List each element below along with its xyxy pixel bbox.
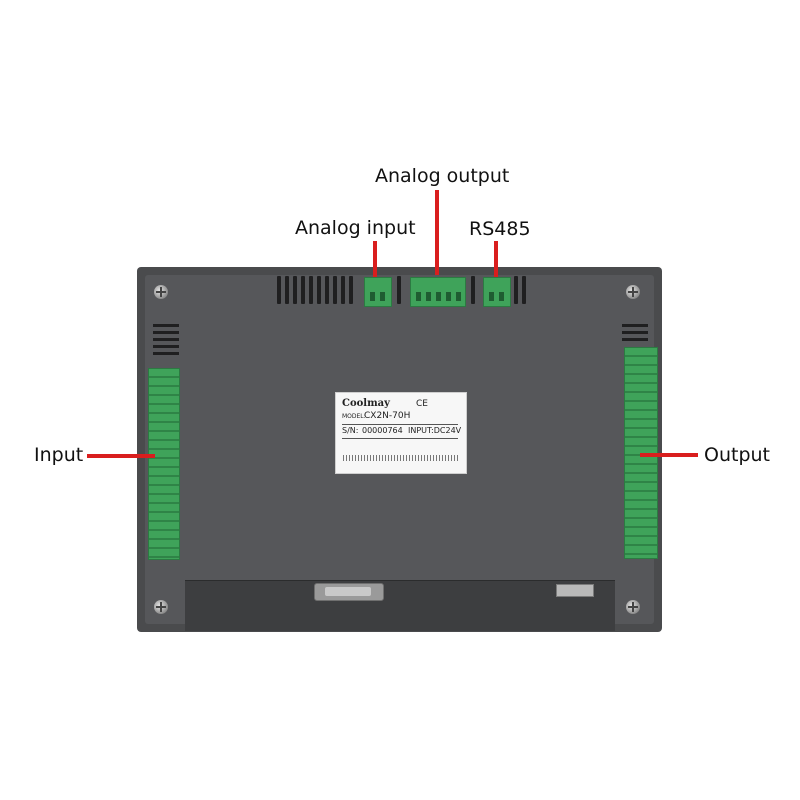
sn-value: 00000764 [362,426,403,435]
terminal-screw [436,292,441,301]
side-vent-slot [622,324,648,327]
vent-slot [293,276,297,304]
input-terminal-strip [148,368,180,560]
callout-line-analog-output [435,190,439,275]
vent-slot [325,276,329,304]
side-vent-slot [153,345,179,348]
screw-icon [626,285,640,299]
callout-output: Output [704,444,770,466]
terminal-screw [489,292,494,301]
screw-icon [154,600,168,614]
terminal-screw [370,292,375,301]
side-vent-slot [622,331,648,334]
analog-input-terminal [364,277,392,307]
vent-slot [317,276,321,304]
usb-port [556,584,594,597]
terminal-screw [416,292,421,301]
input-spec: INPUT:DC24V [408,426,462,435]
callout-line-output [640,453,698,457]
terminal-screw [499,292,504,301]
side-vent-slot [153,324,179,327]
model-value: CX2N-70H [364,411,411,421]
callout-rs485: RS485 [469,218,531,240]
bottom-recess [185,580,615,631]
sn-label: S/N: [342,426,359,435]
side-vent-slot [153,331,179,334]
callout-line-analog-input [373,241,377,277]
rs485-terminal [483,277,511,307]
screw-icon [626,600,640,614]
terminal-screw [446,292,451,301]
vent-slot [514,276,518,304]
vent-slot [349,276,353,304]
terminal-screw [380,292,385,301]
db9-serial-port [314,583,384,601]
barcode [343,455,459,461]
vent-slot [285,276,289,304]
callout-line-input [87,454,155,458]
callout-analog-input: Analog input [295,217,416,239]
vent-slot [397,276,401,304]
vent-slot [309,276,313,304]
terminal-screw [456,292,461,301]
screw-icon [154,285,168,299]
model-label: MODEL: [342,413,366,420]
callout-line-rs485 [494,241,498,277]
vent-slot [301,276,305,304]
vent-slot [471,276,475,304]
callout-input: Input [34,444,84,466]
vent-slot [277,276,281,304]
side-vent-slot [153,352,179,355]
plate-rule [342,438,458,439]
vent-slot [341,276,345,304]
side-vent-slot [622,338,648,341]
terminal-screw [426,292,431,301]
vent-slot [333,276,337,304]
ce-mark: CE [416,399,428,409]
plate-rule [342,424,458,425]
side-vent-slot [153,338,179,341]
vent-slot [522,276,526,304]
brand-logo: Coolmay [342,398,390,409]
callout-analog-output: Analog output [375,165,510,187]
analog-output-terminal [410,277,466,307]
